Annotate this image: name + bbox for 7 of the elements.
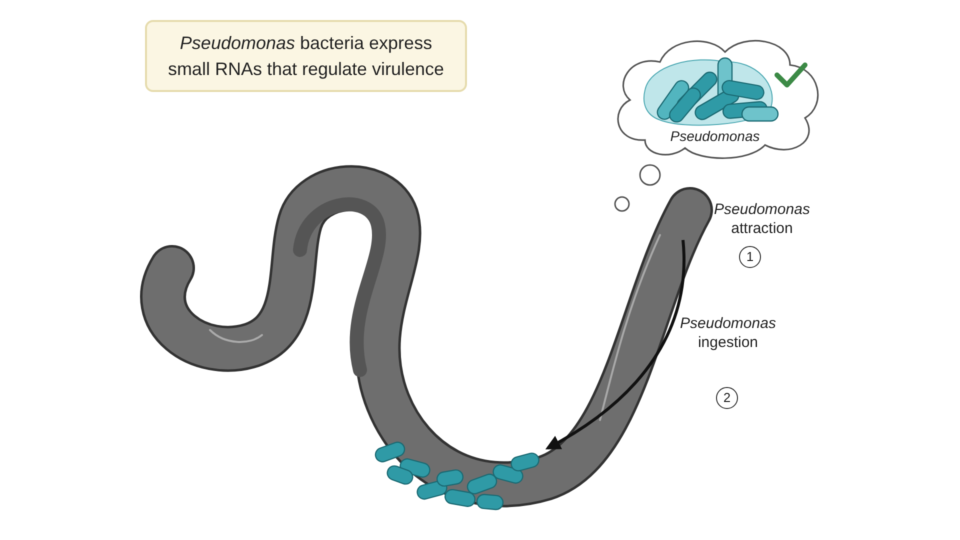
title-banner: Pseudomonas bacteria express small RNAs that regulate virulence: [145, 20, 467, 92]
step-label: Pseudomonas ingestion: [679, 314, 777, 352]
callout-number: 1: [739, 246, 761, 268]
arrow: [545, 240, 686, 450]
step-label: Pseudomonas attraction: [713, 200, 811, 238]
callout-number: 2: [716, 387, 738, 409]
cloud-label: Pseudomonas: [669, 128, 761, 144]
